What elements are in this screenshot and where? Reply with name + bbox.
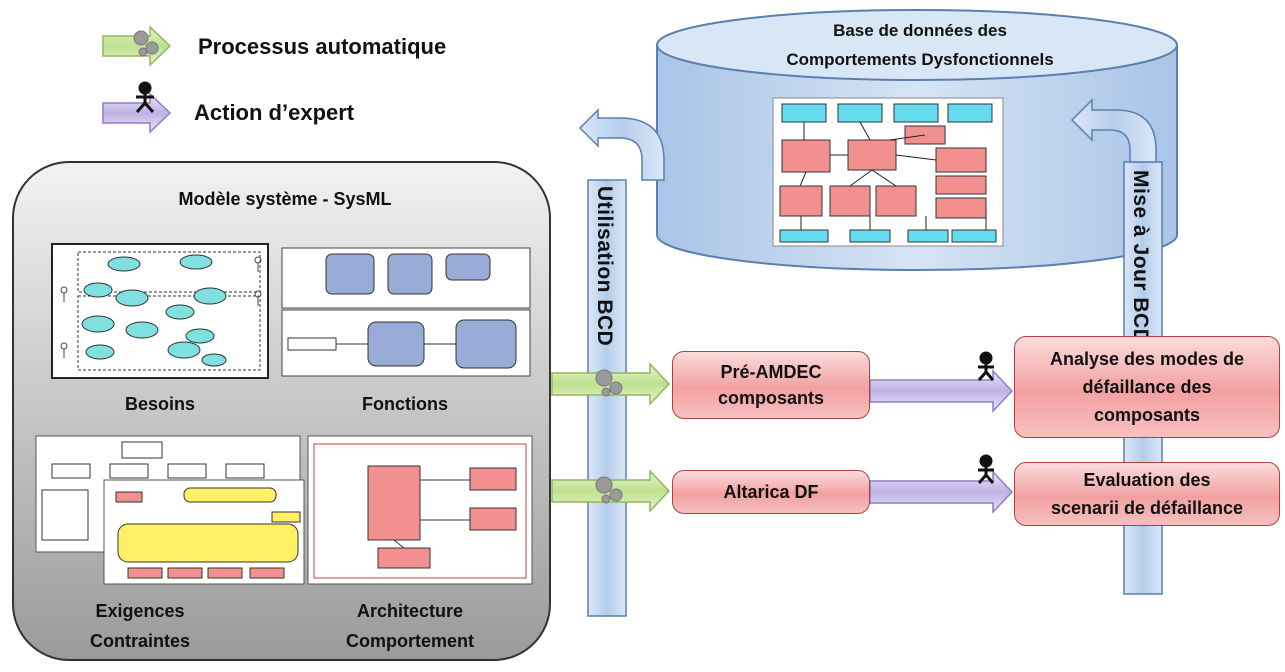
pre-amdec-line2: composants — [717, 388, 825, 408]
label-exigences-line2: Contraintes — [89, 631, 190, 651]
database-title-line2: Comportements Dysfonctionnels — [786, 50, 1054, 69]
person-icon-eval — [977, 454, 995, 484]
pre-amdec-box: Pré-AMDEC composants — [672, 351, 870, 419]
db-class-diagram-thumbnail — [772, 97, 1004, 247]
gears-icon-pre-amdec — [595, 369, 623, 397]
gears-icon-legend — [133, 30, 159, 57]
arrow-to-eval — [869, 470, 1014, 514]
altarica-label: Altarica DF — [723, 481, 819, 502]
pre-amdec-line1: Pré-AMDEC — [720, 362, 822, 382]
label-besoins: Besoins — [124, 394, 196, 414]
legend-auto-label: Processus automatique — [198, 34, 447, 59]
label-fonctions: Fonctions — [362, 394, 448, 414]
analyse-line2: défaillance des — [1082, 377, 1212, 397]
legend-expert-label: Action d’expert — [194, 100, 355, 125]
model-title: Modèle système - SysML — [178, 189, 392, 209]
besoins-thumbnail — [51, 243, 269, 379]
legend-auto-arrow — [102, 25, 172, 67]
architecture-thumbnail — [307, 435, 533, 585]
label-architecture-line2: Comportement — [345, 631, 474, 651]
person-icon-legend — [135, 81, 155, 113]
analyse-box: Analyse des modes de défaillance des com… — [1014, 336, 1280, 438]
arrow-to-pre-amdec — [551, 362, 671, 406]
pillar-left — [578, 108, 665, 617]
pillar-left-label: Utilisation BCD — [593, 186, 616, 347]
legend-expert-arrow — [102, 92, 172, 134]
analyse-line3: composants — [1093, 405, 1201, 425]
person-icon-analyse — [977, 351, 995, 381]
analyse-line1: Analyse des modes de — [1049, 349, 1245, 369]
altarica-box: Altarica DF — [672, 470, 870, 514]
label-exigences-line1: Exigences — [95, 601, 185, 621]
label-architecture-line1: Architecture — [356, 601, 464, 621]
exigences-thumbnail — [35, 435, 305, 585]
eval-line2: scenarii de défaillance — [1050, 498, 1244, 518]
eval-line1: Evaluation des — [1083, 470, 1211, 490]
database-title-line1: Base de données des — [833, 21, 1007, 40]
pillar-right-label: Mise à Jour BCD — [1129, 170, 1152, 345]
arrow-to-altarica — [551, 469, 671, 513]
eval-box: Evaluation des scenarii de défaillance — [1014, 462, 1280, 526]
gears-icon-altarica — [595, 476, 623, 504]
fonctions-thumbnail — [281, 247, 531, 377]
